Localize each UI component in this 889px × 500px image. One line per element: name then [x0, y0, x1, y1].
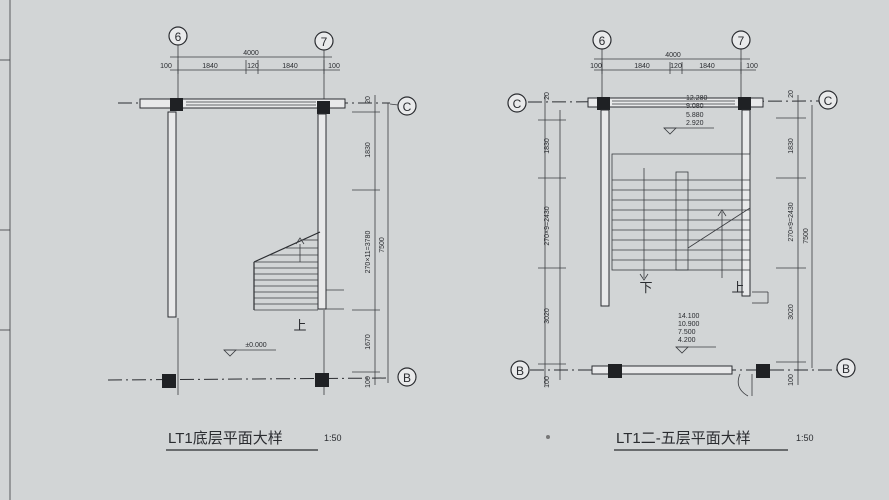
vert-dim: 3020: [788, 304, 795, 320]
dim-part: 1840: [634, 63, 650, 70]
dim-part: 100: [746, 63, 758, 70]
grid-label-b-right: B: [842, 362, 850, 376]
top-wall: [587, 97, 764, 108]
dim-part: 100: [328, 63, 340, 70]
door-swing: [737, 373, 749, 397]
vert-dim: 270×9=2430: [788, 202, 795, 241]
landing-elevation: 7.500: [678, 329, 696, 336]
landing-elevation: 14.100: [678, 313, 700, 320]
column: [317, 101, 330, 114]
plan-scale: 1:50: [796, 433, 814, 443]
top-elevation: 2.920: [686, 120, 704, 127]
column: [162, 374, 176, 388]
grid-bubble-c-left: [507, 93, 527, 113]
dim-part: 120: [247, 63, 259, 70]
right-wall: [741, 109, 751, 297]
column: [597, 97, 610, 110]
landing-elevation: 4.200: [678, 337, 696, 344]
vert-dim: 20: [788, 90, 795, 98]
vert-dim: 100: [788, 374, 795, 386]
vert-dim: 100: [365, 376, 372, 388]
up-label: 上: [293, 318, 306, 333]
vert-dim: 20: [365, 96, 372, 104]
dim-part: 120: [670, 63, 682, 70]
grid-label-c-right: C: [824, 94, 833, 108]
plan-title: LT1底层平面大样: [168, 430, 283, 447]
grid-bubble-b: [397, 367, 417, 387]
dim-part: 1840: [202, 63, 218, 70]
stair-flight: [253, 231, 321, 311]
vert-dim: 1670: [365, 334, 372, 350]
vert-dim: 100: [544, 376, 551, 388]
top-elevation: 12.280: [686, 95, 708, 102]
grid-label-7: 7: [738, 34, 745, 48]
landing-elevation: 10.900: [678, 321, 700, 328]
vert-dim: 1830: [788, 138, 795, 154]
right-wall: [317, 113, 327, 310]
vert-dim: 1830: [365, 142, 372, 158]
elevation-value: ±0.000: [245, 342, 266, 349]
vert-dim-overall: 7500: [379, 237, 386, 253]
column: [315, 373, 329, 387]
dim-overall: 4000: [243, 50, 259, 57]
grid-label-b-left: B: [516, 364, 524, 378]
dim-part: 1840: [282, 63, 298, 70]
grid-label-c: C: [403, 100, 412, 114]
right-floor-plan: 6 7 4000 100 1840 120 1840 100 C C 12.28…: [507, 30, 856, 451]
bottom-wall: [591, 365, 733, 375]
left-wall: [600, 109, 610, 307]
grid-label-6: 6: [175, 30, 182, 44]
grid-label-b: B: [403, 371, 411, 385]
stair-flights: [611, 153, 751, 281]
top-wall: [139, 98, 346, 109]
column: [738, 97, 751, 110]
paper-dot: [546, 435, 550, 439]
grid-label-c-left: C: [513, 97, 522, 111]
elevation-marker: [675, 346, 689, 354]
grid-line-b: [107, 377, 391, 381]
column: [170, 98, 183, 111]
dim-part: 100: [160, 63, 172, 70]
vert-dim: 270×9=2430: [544, 206, 551, 245]
vert-dim: 1830: [544, 138, 551, 154]
grid-leader: [389, 103, 399, 106]
grid-bubble-c: [397, 96, 417, 116]
grid-bubble-b-right: [836, 358, 856, 378]
column: [608, 364, 622, 378]
dim-overall: 4000: [665, 52, 681, 59]
grid-bubble-b-left: [510, 360, 530, 380]
left-floor-plan: 6 7 4000 100 1840 120 1840 100 C: [107, 26, 417, 451]
dim-part: 100: [590, 63, 602, 70]
grid-label-7: 7: [321, 35, 328, 49]
plan-scale: 1:50: [324, 433, 342, 443]
grid-label-6: 6: [599, 34, 606, 48]
vert-dim: 20: [544, 92, 551, 100]
vert-dim-overall: 7500: [803, 228, 810, 244]
vert-dim: 3020: [544, 308, 551, 324]
left-wall: [167, 111, 177, 318]
vert-dim: 270×11=3780: [365, 231, 372, 274]
elevation-marker: [663, 127, 677, 135]
up-label: 上: [731, 280, 744, 295]
down-label: 下: [639, 280, 652, 295]
top-elevation: 9.080: [686, 103, 704, 110]
column: [756, 364, 770, 378]
grid-bubble-c-right: [818, 90, 838, 110]
top-elevation: 5.880: [686, 112, 704, 119]
dim-part: 1840: [699, 63, 715, 70]
plan-title: LT1二-五层平面大样: [616, 430, 751, 447]
